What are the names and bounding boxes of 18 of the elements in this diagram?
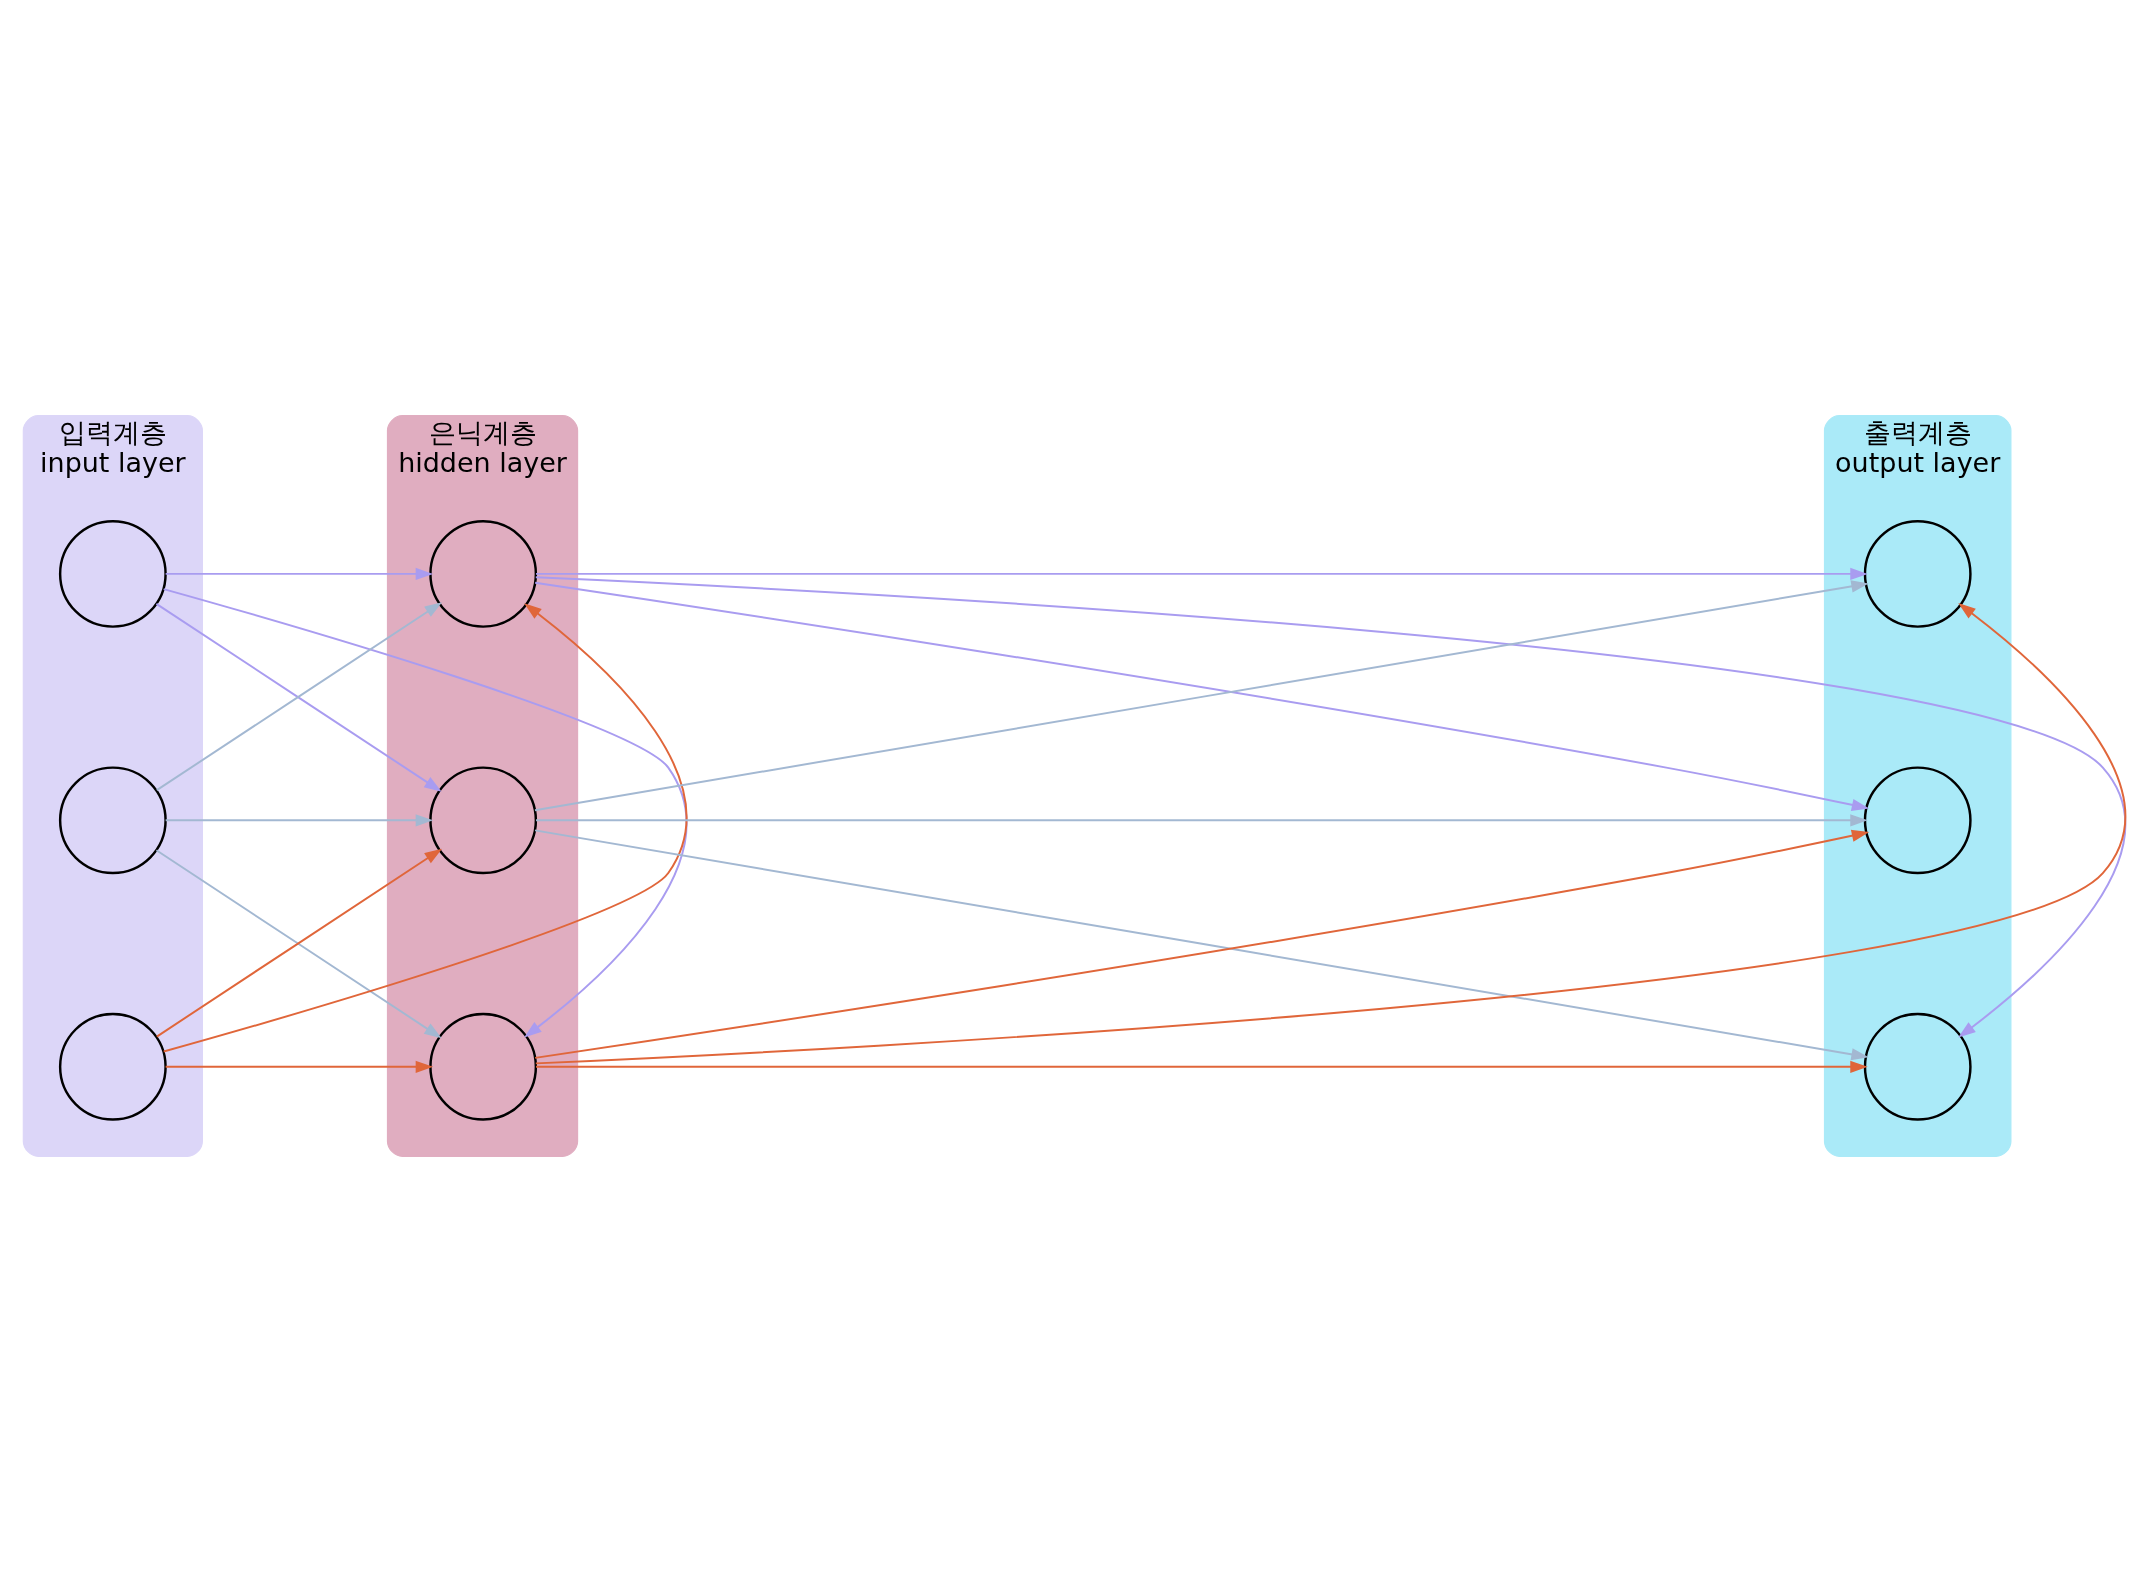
node-circle [58, 1012, 167, 1121]
arrow [535, 814, 1868, 827]
node-circle [1863, 1012, 1972, 1121]
arrow [164, 567, 434, 580]
node-circle [1863, 766, 1972, 875]
arrow [535, 1060, 1868, 1073]
node-circle [429, 766, 538, 875]
node-circle [429, 519, 538, 628]
arrow [164, 1060, 434, 1073]
arrow [164, 814, 434, 827]
node-circle [429, 1012, 538, 1121]
node-circle [58, 766, 167, 875]
arrow [535, 567, 1868, 580]
cluster: 입력계층 input layer [22, 415, 203, 1157]
node-circle [58, 519, 167, 628]
cluster: 은닉계층 hidden layer [386, 415, 579, 1157]
node-circle [1863, 519, 1972, 628]
cluster: 출력계층 output layer [1823, 415, 2012, 1157]
